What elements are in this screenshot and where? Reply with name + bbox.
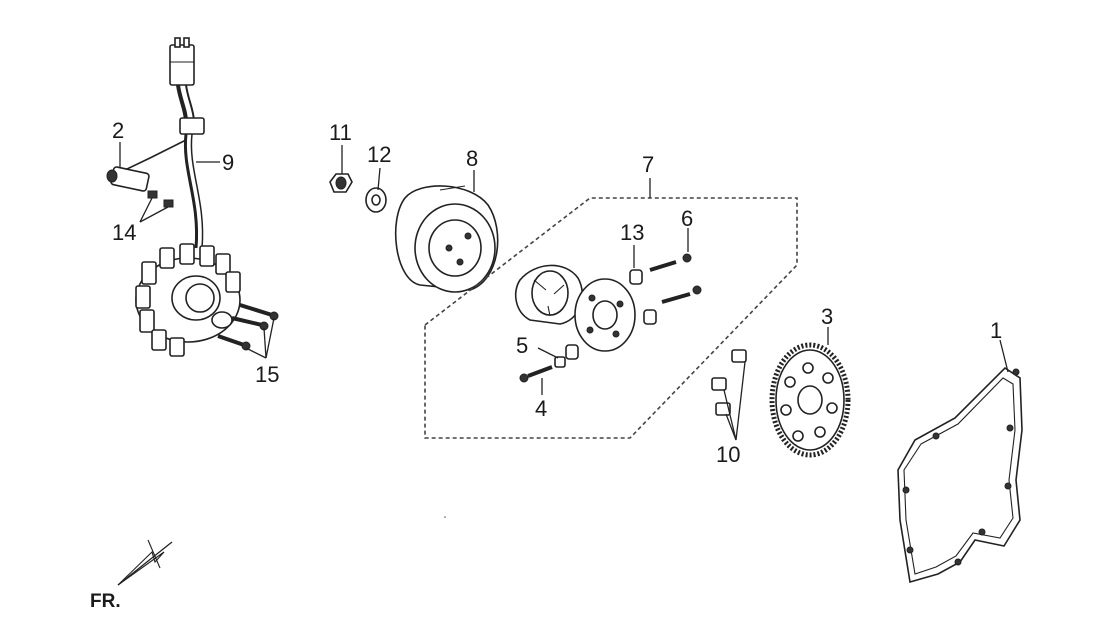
front-direction-label: FR. [90,591,121,612]
callout-14: 14 [112,220,136,245]
starter-clutch-outline [424,197,798,439]
callout-12: 12 [367,142,391,167]
washer [365,187,387,213]
crankcase-cover-gasket [897,366,1023,584]
clutch-plungers [554,356,566,368]
callout-15: 15 [255,362,279,387]
flywheel [394,185,499,293]
stator-assembly [106,37,279,357]
speck-dot [444,516,446,518]
callout-6: 6 [681,206,693,231]
callout-3: 3 [821,304,833,329]
flywheel-nut [329,173,353,193]
callout-10: 10 [716,442,740,467]
callout-13: 13 [620,220,644,245]
callout-9: 9 [222,150,234,175]
callout-1: 1 [990,318,1002,343]
callout-7: 7 [642,152,654,177]
front-direction-arrow [117,539,173,586]
leader-lines [119,142,1009,441]
stator-coil [135,243,241,357]
pulser-screws [147,190,174,208]
callout-11: 11 [329,120,352,145]
stator-bolts [217,303,279,351]
callout-4: 4 [535,396,547,421]
clutch-rollers [565,269,657,360]
callout-8: 8 [466,146,478,171]
callout-2: 2 [112,118,124,143]
callout-5: 5 [516,333,528,358]
starter-driven-gear [769,342,851,458]
clutch-springs [527,260,691,378]
one-way-clutch-outer [514,264,584,325]
spring-caps [519,253,702,383]
one-way-clutch-plate [574,278,636,352]
pulser-coil [106,166,150,192]
gear-bolts [711,349,747,416]
